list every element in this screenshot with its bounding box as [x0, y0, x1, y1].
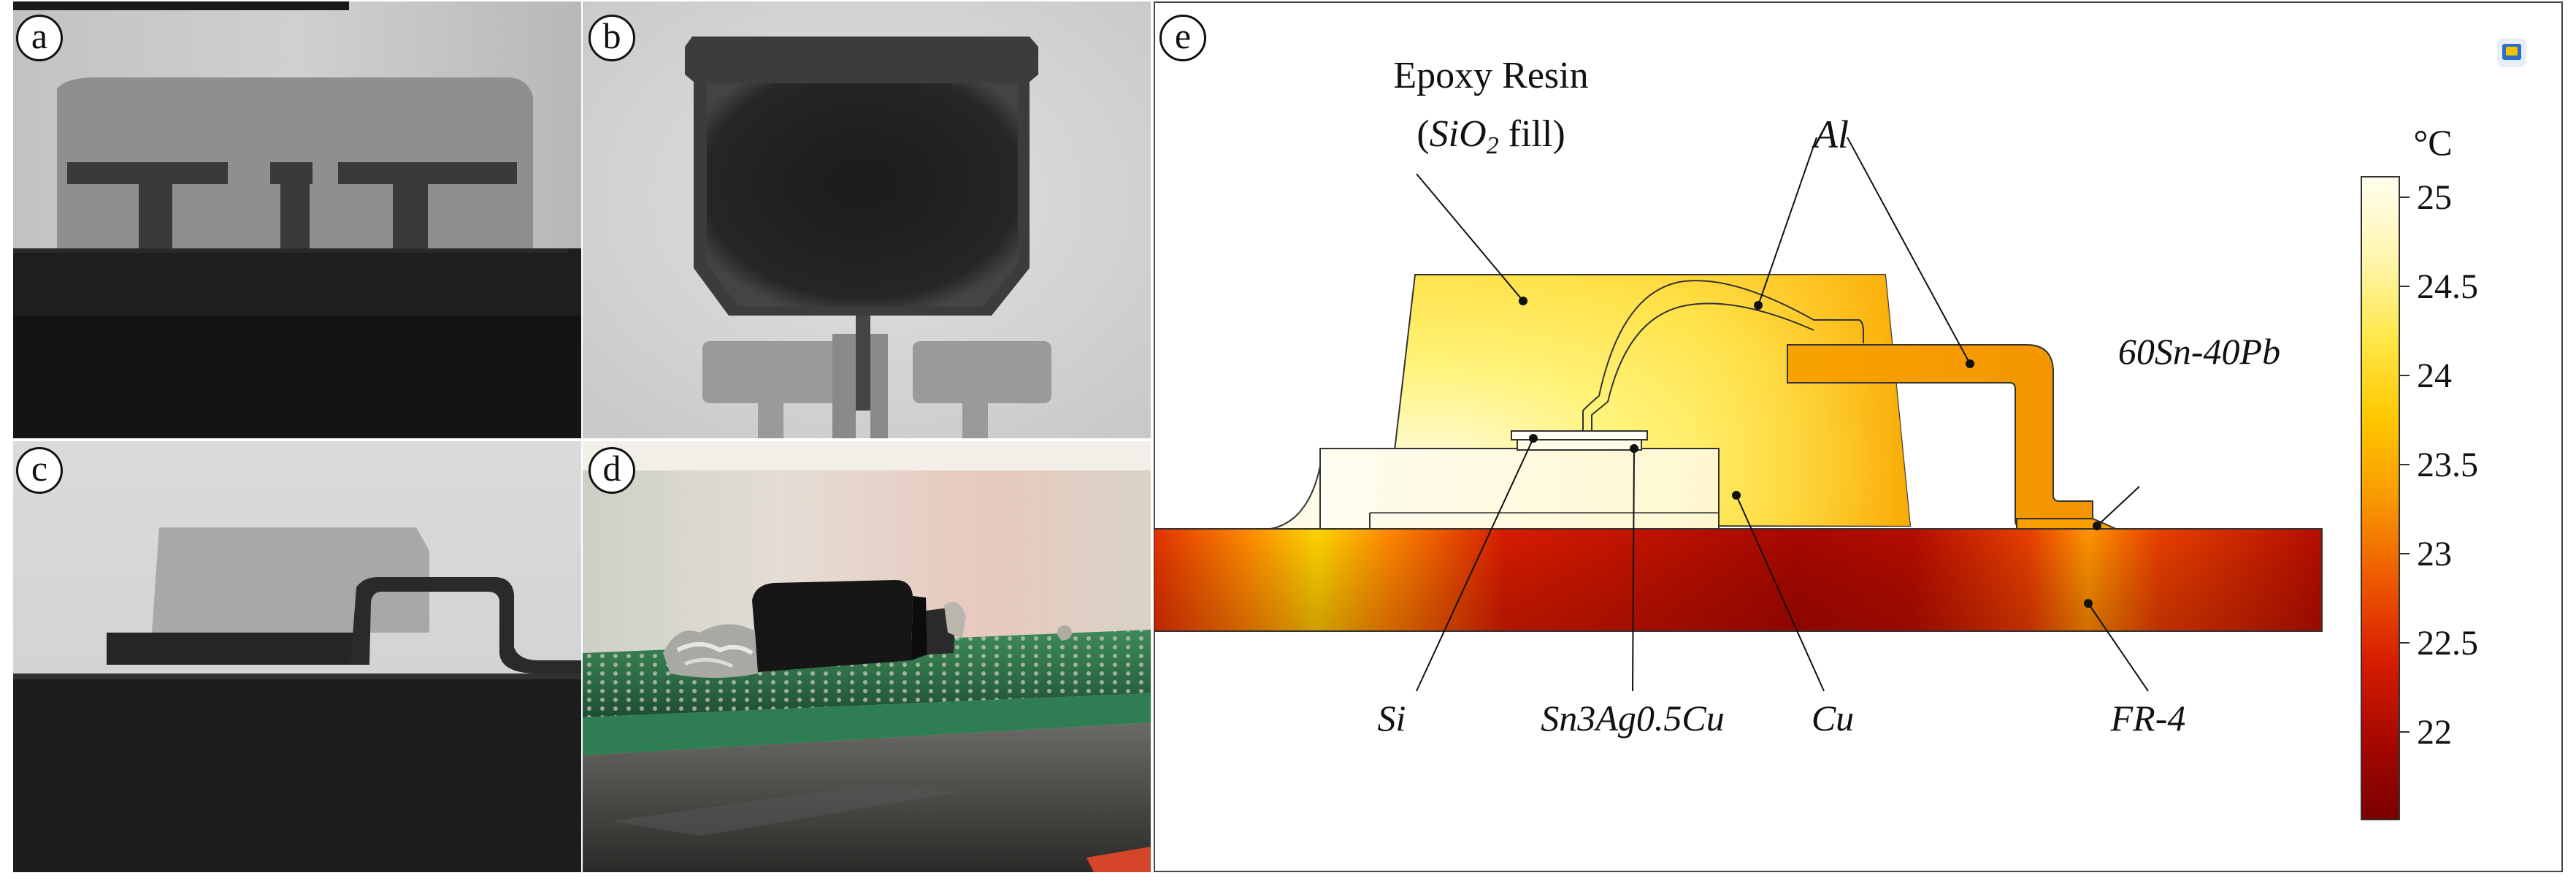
epoxy-fill-sub: 2 — [1487, 132, 1499, 159]
colorbar-tick-label: 24.5 — [2417, 267, 2478, 306]
app-logo-icon — [2497, 38, 2526, 67]
panel-d-label: d — [589, 447, 635, 494]
panel-e-thermal-simulation: Epoxy Resin (SiO2 fill) Al 60Sn-40Pb Si … — [1154, 1, 2563, 872]
panel-d-letter: d — [602, 448, 621, 489]
colorbar-gradient — [2361, 176, 2400, 820]
label-al: Al — [1812, 112, 1849, 156]
colorbar-tick-label: 22.5 — [2417, 624, 2478, 663]
label-fr4: FR-4 — [2110, 698, 2186, 739]
epoxy-fill-chem: SiO — [1430, 113, 1487, 155]
panel-a-letter: a — [31, 15, 48, 56]
panel-e-letter: e — [1174, 15, 1192, 56]
panel-c-xray-side-view — [13, 441, 581, 872]
panel-a-image — [13, 1, 581, 438]
panel-a-xray-side-view — [13, 1, 581, 438]
label-epoxy-fill: (SiO2 fill) — [1417, 113, 1565, 159]
cu-lead-frame — [1319, 448, 1720, 530]
colorbar-tick-label: 25 — [2417, 178, 2452, 217]
epoxy-fill-close: fill) — [1499, 113, 1565, 155]
panel-e-label: e — [1159, 15, 1206, 61]
colorbar-tick-label: 24 — [2417, 356, 2452, 395]
panel-b-label: b — [589, 15, 635, 61]
callout-dots — [1519, 297, 2101, 608]
panel-a-label: a — [16, 15, 63, 61]
panel-d-photograph — [583, 441, 1151, 872]
colorbar-tick-label: 22 — [2417, 713, 2452, 752]
al-bond-wire-outer — [1582, 280, 1814, 431]
label-cu: Cu — [1812, 698, 1854, 739]
colorbar-tick-label: 23 — [2417, 535, 2452, 573]
label-snpb: 60Sn-40Pb — [2118, 331, 2280, 372]
colorbar-ticks: 25 24.5 24 23.5 23 22.5 22 — [2399, 178, 2478, 752]
panel-b-letter: b — [602, 15, 621, 56]
al-bond-wire-inner — [1591, 302, 1814, 431]
label-si: Si — [1378, 698, 1406, 739]
callout-lines — [1416, 137, 2149, 692]
temperature-colorbar: °C 25 24.5 24 23.5 23 22.5 22 — [2361, 122, 2478, 820]
panel-e-frame — [1154, 1, 2563, 872]
panel-c-image — [13, 441, 581, 872]
label-sac: Sn3Ag0.5Cu — [1541, 698, 1724, 739]
si-die — [1511, 430, 1648, 440]
thermal-cross-section-diagram: Epoxy Resin (SiO2 fill) Al 60Sn-40Pb Si … — [1154, 1, 2563, 872]
colorbar-tick-label: 23.5 — [2417, 446, 2478, 484]
panel-c-label: c — [16, 447, 63, 494]
epoxy-fill-open: ( — [1417, 113, 1429, 155]
panel-c-letter: c — [31, 448, 48, 489]
panel-b-xray-front-view — [583, 1, 1151, 438]
panel-d-image — [583, 441, 1151, 872]
colorbar-unit: °C — [2413, 122, 2452, 163]
panel-b-image — [583, 1, 1151, 438]
label-epoxy-resin: Epoxy Resin — [1393, 55, 1588, 96]
